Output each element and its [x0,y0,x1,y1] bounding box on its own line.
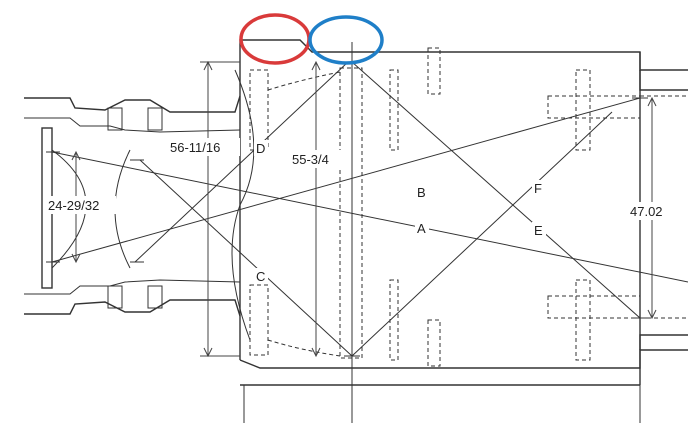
dimension-55 [311,60,321,358]
label-C: C [256,269,265,284]
mid-wavy-left [231,69,255,341]
red-highlight-circle [239,13,311,65]
dimension-56 [200,60,240,358]
label-E: E [534,223,543,238]
label-A: A [417,221,426,236]
label-B: B [417,185,426,200]
blue-highlight-circle [308,15,384,65]
front-brackets [107,107,163,309]
front-rail-upper-inner [24,117,241,133]
front-rail-lower [24,299,241,317]
line-A [51,151,688,283]
frame-main-rail-bottom [239,349,688,369]
line-B [51,97,641,263]
label-D: D [256,141,265,156]
line-F [351,111,613,357]
frame-rail-right-top [639,70,688,91]
label-F: F [534,181,542,196]
line-D [134,61,349,263]
measurement-lines [51,61,688,357]
dim-label-47: 47.02 [630,204,663,219]
frame-rail-right-bottom [639,334,688,350]
inner-dashed-structures [249,47,688,367]
dim-label-24: 24-29/32 [48,198,99,213]
dim-label-55: 55-3/4 [292,152,329,167]
line-E [351,61,641,319]
dim-label-56: 56-11/16 [170,140,220,155]
front-rail-upper [24,95,241,113]
line-C [139,159,353,357]
